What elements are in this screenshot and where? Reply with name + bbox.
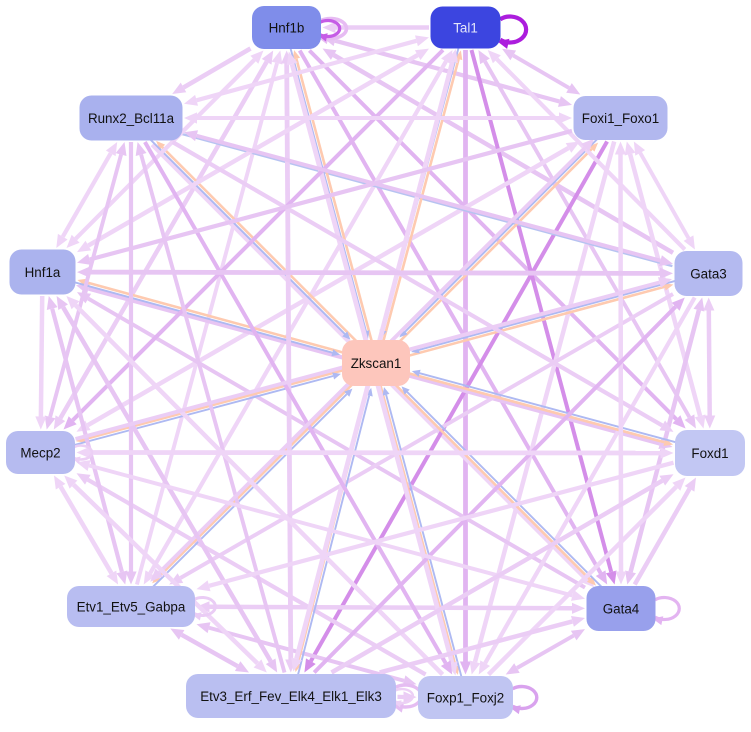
svg-text:Hnf1b: Hnf1b (269, 21, 305, 36)
svg-text:Zkscan1: Zkscan1 (351, 356, 402, 371)
svg-text:Tal1: Tal1 (453, 21, 478, 36)
svg-text:Foxi1_Foxo1: Foxi1_Foxo1 (582, 111, 659, 126)
svg-text:Hnf1a: Hnf1a (25, 265, 61, 280)
svg-text:Gata3: Gata3 (690, 267, 726, 282)
svg-text:Runx2_Bcl11a: Runx2_Bcl11a (88, 111, 175, 126)
svg-text:Foxp1_Foxj2: Foxp1_Foxj2 (427, 691, 504, 706)
svg-text:Gata4: Gata4 (603, 602, 640, 617)
svg-text:Etv1_Etv5_Gabpa: Etv1_Etv5_Gabpa (77, 600, 186, 615)
svg-text:Mecp2: Mecp2 (20, 446, 60, 461)
svg-text:Etv3_Erf_Fev_Elk4_Elk1_Elk3: Etv3_Erf_Fev_Elk4_Elk1_Elk3 (200, 689, 382, 704)
svg-text:Foxd1: Foxd1 (691, 446, 728, 461)
